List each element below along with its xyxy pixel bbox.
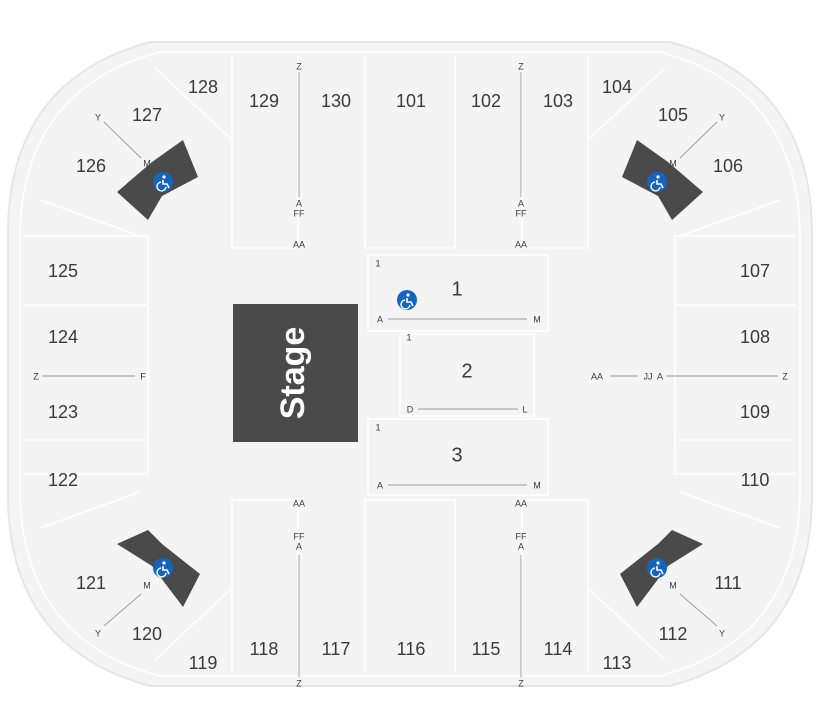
row-marker: M: [669, 580, 677, 590]
section-109[interactable]: 109: [740, 402, 770, 422]
row-marker: A: [518, 541, 524, 551]
section-118[interactable]: 118: [250, 639, 279, 659]
section-labels: 101 102 103 104 105 106 107 108 109 110 …: [48, 77, 770, 673]
row-marker: JJ: [644, 371, 653, 381]
floor-2-seat-label: 1: [406, 332, 411, 342]
floor-2-row-end: L: [522, 404, 527, 414]
section-123[interactable]: 123: [48, 402, 78, 422]
section-129[interactable]: 129: [249, 91, 279, 111]
section-107[interactable]: 107: [740, 261, 770, 281]
floor-1-row-start: A: [377, 314, 383, 324]
wheelchair-icon: [647, 558, 667, 578]
row-marker: A: [518, 198, 524, 208]
floor-3-row-start: A: [377, 480, 383, 490]
row-marker: Z: [33, 371, 39, 381]
floor-2-row-start: D: [407, 404, 414, 414]
concourse-outline: [19, 51, 801, 677]
row-marker: Y: [95, 628, 101, 638]
floor-section-2[interactable]: 2: [461, 360, 472, 382]
row-marker: AA: [515, 498, 527, 508]
section-121[interactable]: 121: [76, 573, 106, 593]
row-marker: FF: [516, 531, 527, 541]
wheelchair-icon: [647, 172, 667, 192]
row-marker: FF: [516, 208, 527, 218]
floor-3-seat-label: 1: [375, 422, 380, 432]
section-102[interactable]: 102: [471, 91, 501, 111]
wheelchair-icon: [153, 172, 173, 192]
row-marker: AA: [591, 371, 603, 381]
wheelchair-icon: [153, 558, 173, 578]
section-106[interactable]: 106: [713, 156, 743, 176]
row-marker: AA: [293, 498, 305, 508]
section-119[interactable]: 119: [189, 653, 218, 673]
section-126[interactable]: 126: [76, 156, 106, 176]
section-110[interactable]: 110: [741, 470, 770, 490]
row-marker: FF: [294, 208, 305, 218]
row-marker: A: [296, 198, 302, 208]
section-113[interactable]: 113: [603, 653, 632, 673]
row-marker: Z: [518, 61, 524, 71]
section-127[interactable]: 127: [132, 105, 162, 125]
section-116[interactable]: 116: [397, 639, 426, 659]
row-marker: AA: [515, 239, 527, 249]
row-marker: A: [657, 371, 663, 381]
row-marker: Y: [719, 112, 725, 122]
section-105[interactable]: 105: [658, 105, 688, 125]
row-marker: M: [143, 580, 151, 590]
stage-label: Stage: [274, 327, 312, 420]
floor-3-row-end: M: [533, 480, 541, 490]
row-marker: F: [140, 371, 146, 381]
section-104[interactable]: 104: [602, 77, 632, 97]
section-103[interactable]: 103: [543, 91, 573, 111]
row-marker: AA: [293, 239, 305, 249]
row-marker: A: [296, 541, 302, 551]
section-101[interactable]: 101: [396, 91, 426, 111]
section-112[interactable]: 112: [659, 624, 688, 644]
row-guides: [42, 72, 778, 677]
floor-sections: 1 1 A M 2 1 D L 3 1 A M: [375, 258, 540, 490]
floor-section-3[interactable]: 3: [451, 444, 462, 466]
section-114[interactable]: 114: [544, 639, 573, 659]
row-marker: Z: [296, 61, 302, 71]
row-marker: M: [143, 158, 151, 168]
section-117[interactable]: 117: [322, 639, 351, 659]
section-128[interactable]: 128: [188, 77, 218, 97]
section-130[interactable]: 130: [321, 91, 351, 111]
wheelchair-icon: [397, 290, 417, 310]
section-115[interactable]: 115: [472, 639, 501, 659]
section-120[interactable]: 120: [132, 624, 162, 644]
row-marker: Z: [782, 371, 788, 381]
row-marker: Y: [95, 112, 101, 122]
section-124[interactable]: 124: [48, 327, 78, 347]
section-111[interactable]: 111: [714, 573, 741, 593]
section-outlines: [24, 56, 796, 672]
row-marker: FF: [294, 531, 305, 541]
row-marker: Y: [719, 628, 725, 638]
section-125[interactable]: 125: [48, 261, 78, 281]
row-marker: M: [669, 158, 677, 168]
floor-1-seat-label: 1: [375, 258, 380, 268]
section-108[interactable]: 108: [740, 327, 770, 347]
floor-section-1[interactable]: 1: [451, 278, 462, 300]
arena-outline: [7, 41, 813, 687]
row-marker: Z: [518, 678, 524, 688]
row-markers: Z A FF AA Z A FF AA AA FF A Z AA FF A Z …: [33, 61, 788, 688]
stage[interactable]: [233, 304, 358, 442]
row-marker: Z: [296, 678, 302, 688]
section-122[interactable]: 122: [48, 470, 78, 490]
floor-1-row-end: M: [533, 314, 541, 324]
